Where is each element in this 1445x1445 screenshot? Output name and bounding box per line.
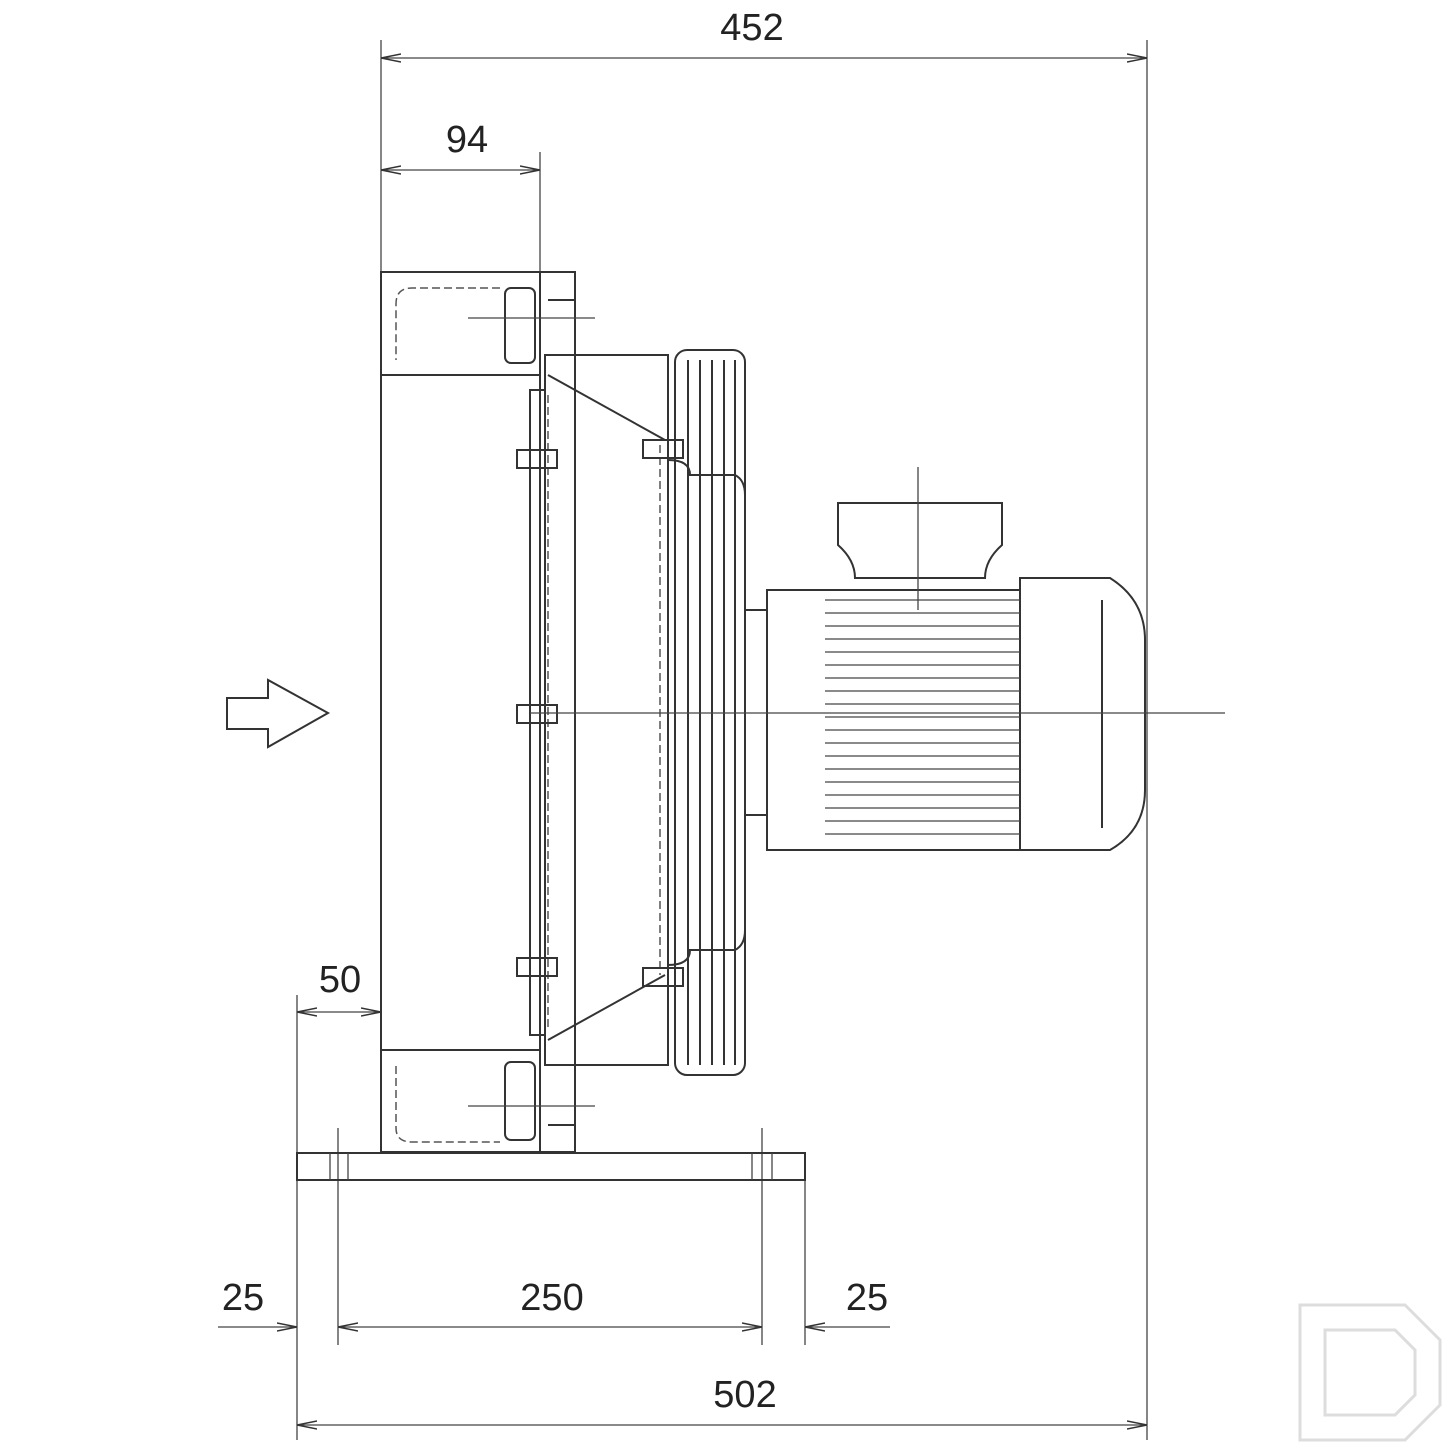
fan-shroud <box>516 354 684 1066</box>
extension-lines <box>296 40 1148 1440</box>
dim-label-250: 250 <box>520 1277 583 1319</box>
dim-label-25-right: 25 <box>846 1277 888 1319</box>
dim-label-25-left: 25 <box>222 1277 264 1319</box>
logo-d-icon <box>1298 1303 1442 1442</box>
bolt-icon <box>516 439 684 987</box>
dim-label-50: 50 <box>319 959 361 1001</box>
base-plate <box>296 1152 806 1181</box>
dim-label-502: 502 <box>713 1374 776 1416</box>
motor <box>744 502 1146 851</box>
dim-label-452: 452 <box>720 7 783 49</box>
cooler-frame <box>380 271 595 1153</box>
dim-lines-base <box>218 1327 1147 1425</box>
airflow-arrow-icon <box>226 678 331 749</box>
dim-label-94: 94 <box>446 119 488 161</box>
